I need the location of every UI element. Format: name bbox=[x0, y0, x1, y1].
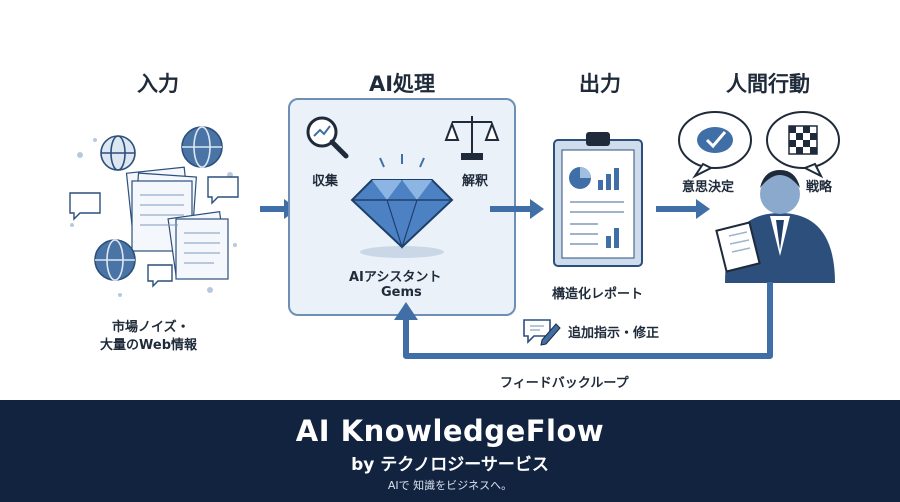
stage-title-input: 入力 bbox=[137, 72, 179, 96]
flow-arrow-2 bbox=[490, 199, 544, 219]
strategy-label: 戦略 bbox=[806, 180, 833, 195]
diamond-icon bbox=[350, 179, 454, 258]
output-caption: 構造化レポート bbox=[552, 287, 644, 302]
decision-label: 意思決定 bbox=[682, 180, 735, 195]
globe-icon bbox=[94, 239, 136, 281]
chessboard-thought-bubble-icon bbox=[766, 111, 840, 179]
input-caption-line2: 大量のWeb情報 bbox=[100, 338, 197, 353]
brand-tagline: AIで 知識をビジネスへ。 bbox=[387, 479, 513, 492]
magnifier-icon bbox=[306, 116, 349, 159]
brand-name: AI KnowledgeFlow bbox=[295, 414, 605, 448]
assistant-label-line2: Gems bbox=[381, 285, 422, 300]
balance-scale-icon bbox=[444, 116, 500, 160]
businessperson-icon bbox=[715, 170, 835, 283]
globe-icon bbox=[181, 126, 223, 168]
stage-title-process: AI処理 bbox=[368, 72, 436, 96]
report-clipboard-icon bbox=[553, 132, 643, 267]
footer-banner: AI KnowledgeFlow by テクノロジーサービス AIで 知識をビジ… bbox=[0, 400, 900, 502]
process-interpret-label: 解釈 bbox=[462, 174, 489, 189]
process-collect-label: 収集 bbox=[312, 174, 339, 189]
human-action-illustration bbox=[678, 111, 840, 283]
flow-arrow-3 bbox=[656, 199, 710, 219]
input-caption-line1: 市場ノイズ・ bbox=[112, 320, 190, 335]
stage-title-action: 人間行動 bbox=[726, 72, 810, 96]
feedback-instruction-label: 追加指示・修正 bbox=[568, 326, 660, 341]
edit-pencil-icon bbox=[523, 319, 561, 346]
feedback-loop-arrow bbox=[394, 282, 773, 359]
brand-byline: by テクノロジーサービス bbox=[351, 455, 549, 475]
feedback-loop-label: フィードバックループ bbox=[500, 376, 629, 391]
stage-title-output: 出力 bbox=[579, 72, 621, 96]
brain-thought-bubble-icon bbox=[678, 111, 752, 179]
assistant-label-line1: AIアシスタント bbox=[349, 270, 442, 285]
globe-icon bbox=[100, 135, 136, 171]
chat-bubble-icon bbox=[69, 176, 239, 288]
input-illustration bbox=[69, 126, 239, 297]
process-illustration bbox=[306, 116, 500, 258]
